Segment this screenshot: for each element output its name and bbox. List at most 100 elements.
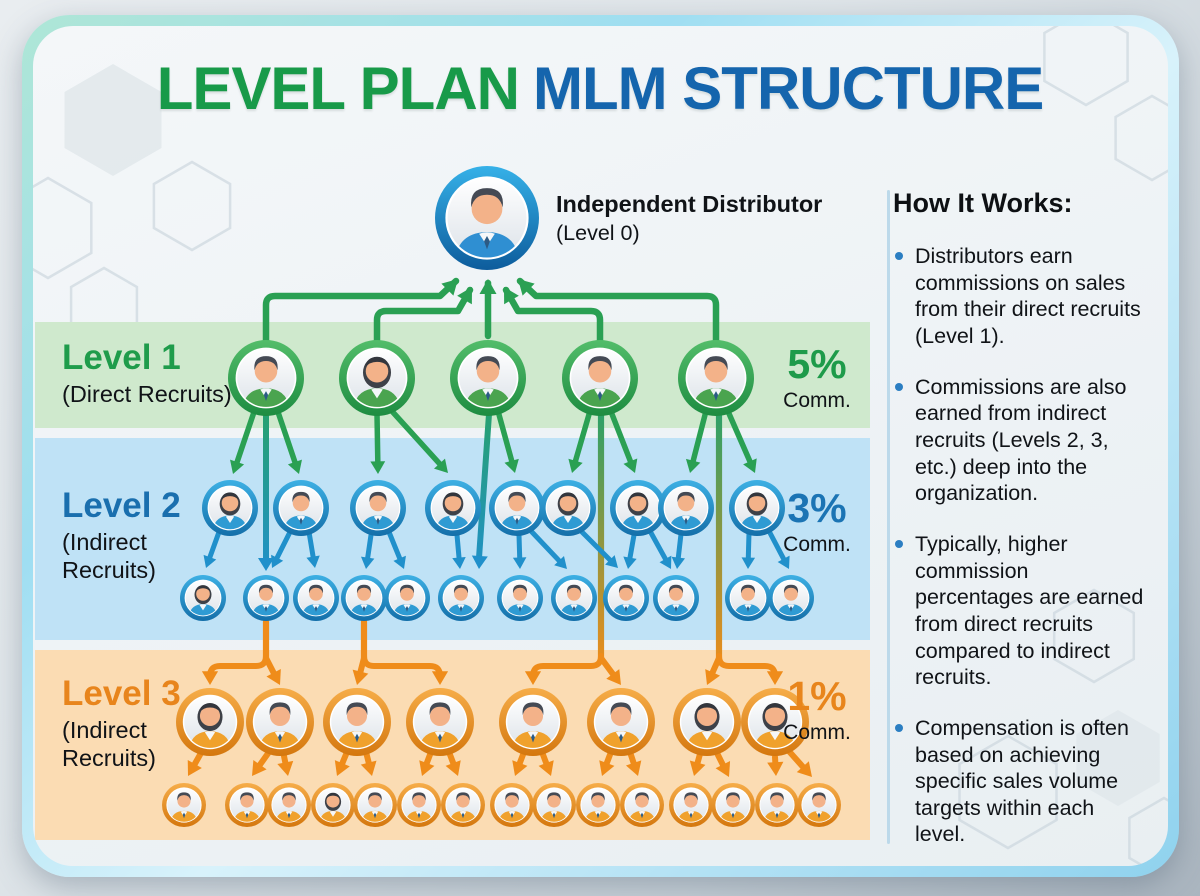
member-node-r2-5 [489,480,545,536]
member-node-r5-10 [576,783,620,827]
root-label-text: Independent Distributor [556,191,823,217]
root-node-label: Independent Distributor (Level 0) [556,191,886,246]
person-avatar [298,580,334,616]
bullet-dot-icon [895,252,903,260]
level-2-comm-label: Comm. [783,533,851,556]
member-node-r5-9 [532,783,576,827]
person-avatar [279,486,323,530]
level-1-label: Level 1 (Direct Recruits) [62,340,292,409]
member-node-r1-5 [678,340,754,416]
level-1-sublabel: (Direct Recruits) [62,381,232,407]
how-it-works-bullet: Compensation is often based on achieving… [893,715,1147,848]
member-node-r5-4 [311,783,355,827]
person-avatar [760,788,794,822]
person-avatar [495,788,529,822]
member-node-r2-2 [273,480,329,536]
member-node-r4-4 [406,688,474,756]
person-avatar [581,788,615,822]
person-avatar [730,580,766,616]
sidebar-divider [887,190,890,844]
person-avatar [414,696,466,748]
person-avatar [595,696,647,748]
member-node-r5-2 [225,783,269,827]
level-3-commission: 1% Comm. [762,673,872,744]
person-avatar [348,349,406,407]
person-avatar [447,178,527,258]
member-node-r1-4 [562,340,638,416]
member-node-r2-6 [540,480,596,536]
person-avatar [556,580,592,616]
bullet-text: Compensation is often based on achieving… [915,715,1129,847]
person-avatar [625,788,659,822]
person-avatar [802,788,836,822]
level-3-percent: 1% [787,673,847,719]
person-avatar [230,788,264,822]
person-avatar [331,696,383,748]
member-node-r3-4 [341,575,387,621]
person-avatar [248,580,284,616]
member-node-r3-9 [603,575,649,621]
member-node-r3-2 [243,575,289,621]
person-avatar [272,788,306,822]
person-avatar [358,788,392,822]
bullet-dot-icon [895,382,903,391]
bullet-text: Distributors earn commissions on sales f… [915,244,1141,348]
level-2-commission: 3% Comm. [762,485,872,556]
person-avatar [446,788,480,822]
member-node-r4-6 [587,688,655,756]
member-node-r4-8 [741,688,809,756]
member-node-r5-14 [755,783,799,827]
person-avatar [185,580,221,616]
member-node-r5-5 [353,783,397,827]
how-it-works-bullet: Distributors earn commissions on sales f… [893,243,1147,350]
member-node-r4-5 [499,688,567,756]
member-node-r4-2 [246,688,314,756]
person-avatar [389,580,425,616]
how-it-works-panel: How It Works: Distributors earn commissi… [893,188,1155,872]
person-avatar [687,349,745,407]
member-node-r4-3 [323,688,391,756]
member-node-r1-2 [339,340,415,416]
member-node-r5-15 [797,783,841,827]
member-node-r2-7 [610,480,666,536]
member-node-r3-10 [653,575,699,621]
member-node-r2-9 [729,480,785,536]
how-it-works-bullet: Commissions are also earned from indirec… [893,374,1147,507]
person-avatar [546,486,590,530]
person-avatar [571,349,629,407]
person-avatar [664,486,708,530]
member-node-r2-8 [658,480,714,536]
person-avatar [616,486,660,530]
member-node-r4-7 [673,688,741,756]
level-3-label: Level 3 (Indirect Recruits) [62,676,202,772]
level-1-name: Level 1 [62,338,181,377]
person-avatar [356,486,400,530]
level-3-sublabel: (Indirect Recruits) [62,717,157,771]
person-avatar [773,580,809,616]
person-avatar [346,580,382,616]
person-avatar [749,696,801,748]
person-avatar [402,788,436,822]
member-node-r5-7 [441,783,485,827]
person-avatar [184,696,236,748]
member-node-r5-6 [397,783,441,827]
level-1-commission: 5% Comm. [762,344,872,412]
level-2-percent: 3% [787,485,847,531]
member-node-r3-3 [293,575,339,621]
member-node-r5-12 [669,783,713,827]
person-avatar [735,486,779,530]
member-node-r3-6 [438,575,484,621]
level-2-sublabel: (Indirect Recruits) [62,529,157,583]
member-node-r3-5 [384,575,430,621]
person-avatar [167,788,201,822]
level-1-comm-label: Comm. [783,389,851,412]
member-node-r1-3 [450,340,526,416]
root-distributor-node [435,166,539,270]
how-it-works-list: Distributors earn commissions on sales f… [893,243,1155,848]
level-2-name: Level 2 [62,486,181,525]
member-node-r2-4 [425,480,481,536]
person-avatar [431,486,475,530]
person-avatar [254,696,306,748]
person-avatar [443,580,479,616]
